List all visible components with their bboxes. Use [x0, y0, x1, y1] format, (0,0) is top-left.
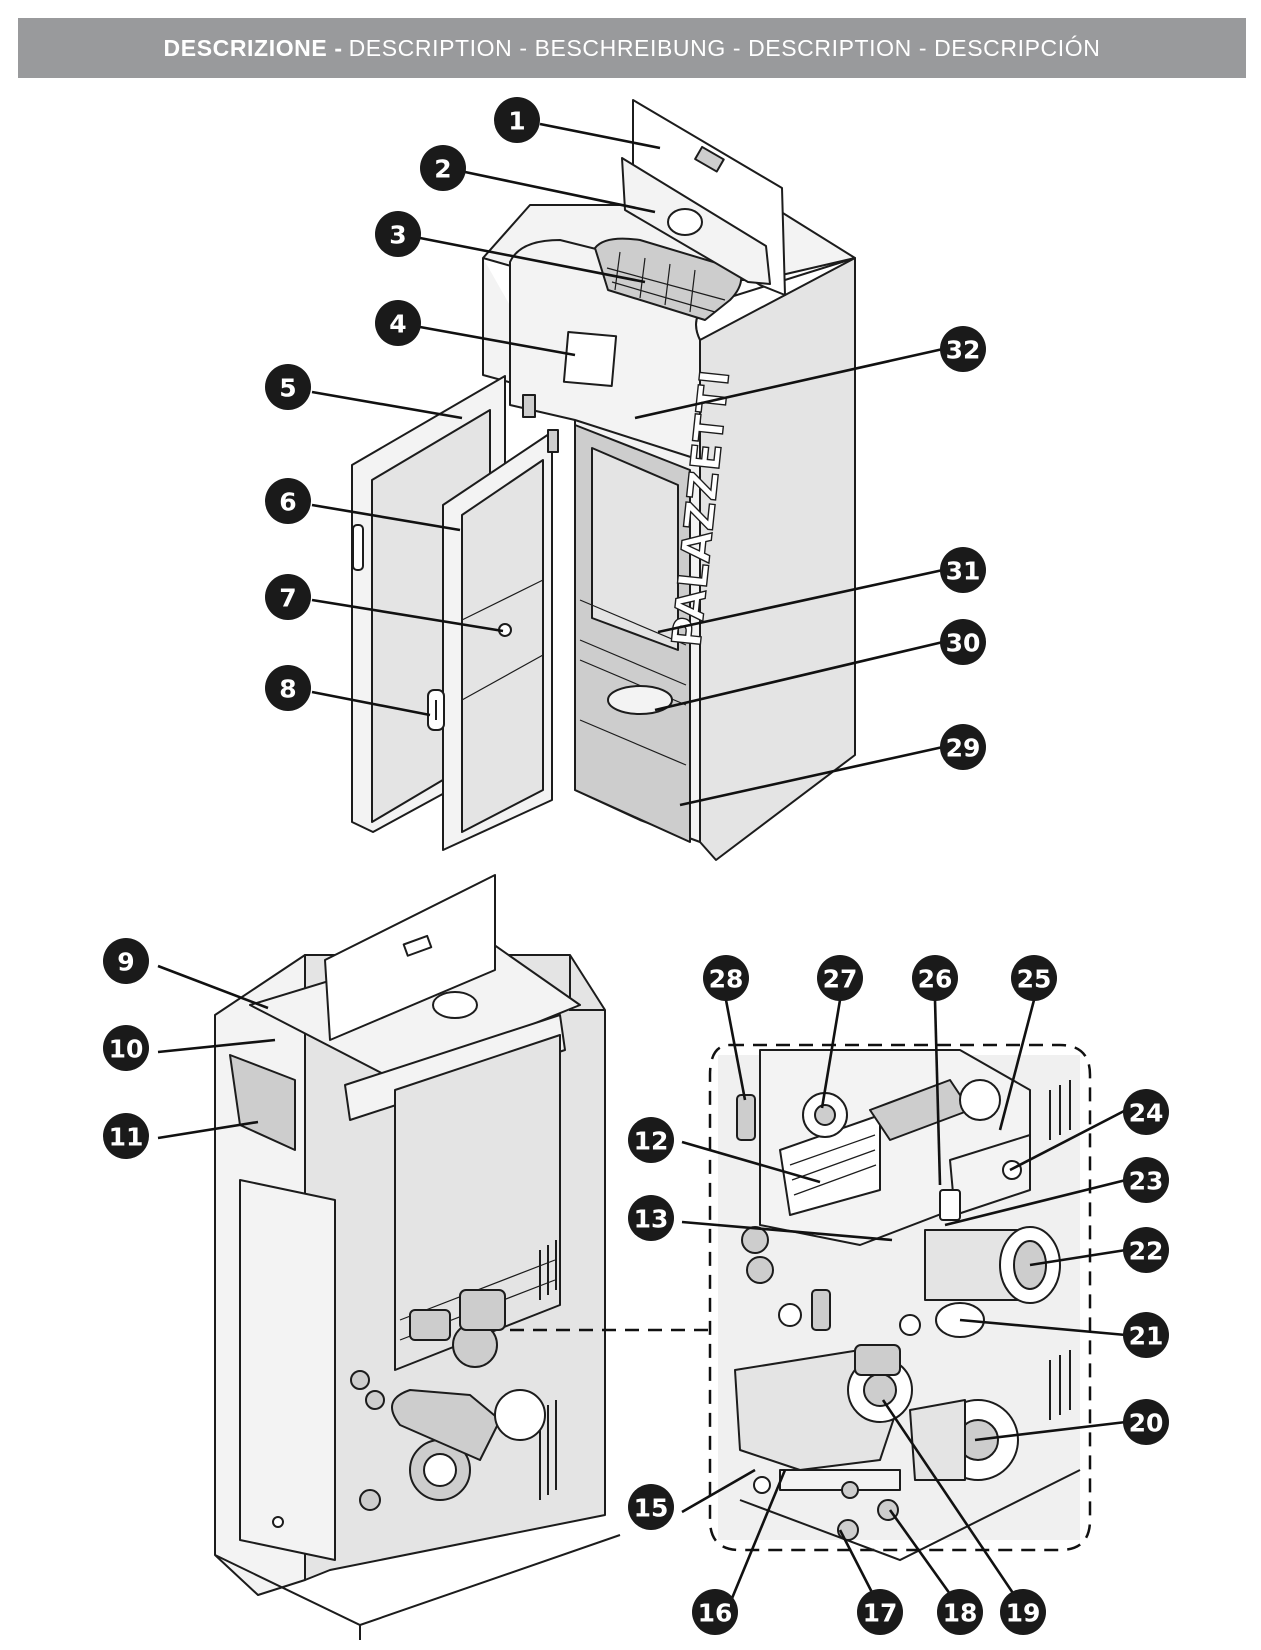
svg-text:23: 23 [1129, 1167, 1164, 1196]
svg-text:22: 22 [1129, 1237, 1164, 1266]
svg-text:19: 19 [1006, 1599, 1041, 1628]
callout-27: 27 [817, 955, 863, 1001]
callout-23: 23 [1123, 1157, 1169, 1203]
callout-5: 5 [265, 364, 311, 410]
svg-text:18: 18 [943, 1599, 978, 1628]
callout-28: 28 [703, 955, 749, 1001]
header-bar: DESCRIZIONE - DESCRIPTION - BESCHREIBUNG… [18, 18, 1246, 78]
svg-text:3: 3 [389, 221, 406, 250]
svg-text:21: 21 [1129, 1322, 1164, 1351]
callout-2: 2 [420, 145, 466, 191]
svg-text:17: 17 [863, 1599, 898, 1628]
svg-text:30: 30 [946, 629, 981, 658]
leader-lines [157, 122, 1127, 1609]
svg-text:7: 7 [279, 584, 296, 613]
display-panel [562, 331, 618, 387]
callout-12: 12 [628, 1117, 674, 1163]
svg-text:16: 16 [698, 1599, 733, 1628]
svg-text:10: 10 [109, 1035, 144, 1064]
callout-26: 26 [912, 955, 958, 1001]
callout-30: 30 [940, 619, 986, 665]
stove-rear-view [214, 874, 621, 1640]
svg-text:32: 32 [946, 336, 981, 365]
callout-1: 1 [494, 97, 540, 143]
svg-text:11: 11 [109, 1123, 144, 1152]
svg-text:4: 4 [389, 310, 406, 339]
stove-front-view: PALAZZETTI [351, 99, 856, 861]
callout-22: 22 [1123, 1227, 1169, 1273]
svg-text:12: 12 [634, 1127, 669, 1156]
callout-16: 16 [692, 1589, 738, 1635]
callout-32: 32 [940, 326, 986, 372]
callout-8: 8 [265, 665, 311, 711]
callout-3: 3 [375, 211, 421, 257]
callout-13: 13 [628, 1195, 674, 1241]
header-title-bold: DESCRIZIONE - [163, 34, 343, 61]
callout-25: 25 [1011, 955, 1057, 1001]
callout-15: 15 [628, 1484, 674, 1530]
callout-29: 29 [940, 724, 986, 770]
callout-9: 9 [103, 938, 149, 984]
header-title-languages: DESCRIPTION - BESCHREIBUNG - DESCRIPTION… [348, 34, 1101, 61]
callout-20: 20 [1123, 1399, 1169, 1445]
svg-text:13: 13 [634, 1205, 669, 1234]
svg-text:2: 2 [434, 155, 451, 184]
callout-17: 17 [857, 1589, 903, 1635]
callout-6: 6 [265, 478, 311, 524]
callout-24: 24 [1123, 1089, 1169, 1135]
callout-19: 19 [1000, 1589, 1046, 1635]
callout-11: 11 [103, 1113, 149, 1159]
svg-text:25: 25 [1017, 965, 1052, 994]
svg-text:5: 5 [279, 374, 296, 403]
svg-text:20: 20 [1129, 1409, 1164, 1438]
callout-4: 4 [375, 300, 421, 346]
svg-text:15: 15 [634, 1494, 669, 1523]
components-detail-view [708, 1043, 1092, 1562]
svg-text:31: 31 [946, 557, 981, 586]
callout-7: 7 [265, 574, 311, 620]
callout-18: 18 [937, 1589, 983, 1635]
svg-text:9: 9 [117, 948, 134, 977]
vent-grill [539, 1240, 557, 1500]
callout-10: 10 [103, 1025, 149, 1071]
svg-text:29: 29 [946, 734, 981, 763]
svg-text:8: 8 [279, 675, 296, 704]
svg-text:28: 28 [709, 965, 744, 994]
svg-text:1: 1 [508, 107, 525, 136]
svg-text:24: 24 [1129, 1099, 1164, 1128]
svg-text:26: 26 [918, 965, 953, 994]
svg-text:27: 27 [823, 965, 858, 994]
svg-text:6: 6 [279, 488, 296, 517]
callout-21: 21 [1123, 1312, 1169, 1358]
callout-31: 31 [940, 547, 986, 593]
